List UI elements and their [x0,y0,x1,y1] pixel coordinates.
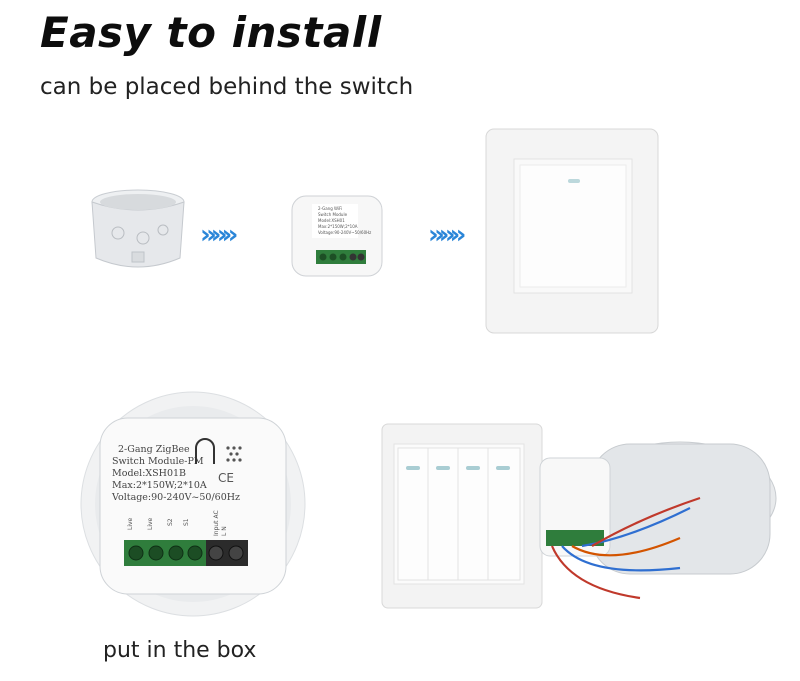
terminal-label-6: L N [221,526,228,536]
single-wall-switch-image [485,128,659,334]
module-label-1: 2-Gang ZigBee [118,444,190,455]
terminal-label-3: S2 [167,518,174,526]
small-label-5: Voltage:90-240V~50/60Hz [318,230,371,235]
module-label-2: Switch Module-PM [112,456,204,467]
headline: Easy to install [40,8,382,57]
small-label-4: Max:2*150W;2*10A [318,224,358,229]
flow-arrow-2: »»» [428,220,466,250]
subheadline: can be placed behind the switch [40,74,414,100]
module-label-3: Model:XSH01B [112,468,186,479]
small-label-1: 2-Gang WiFi [318,206,342,211]
terminal-label-1: Live [127,517,134,530]
module-label-4: Max:2*150W;2*10A [112,480,207,491]
terminal-label-4: S1 [183,518,190,526]
small-label-3: Model:XSH01 [318,218,345,223]
terminal-label-5: Input AC [213,510,220,536]
caption: put in the box [103,638,257,663]
terminal-label-2: Live [147,517,154,530]
four-gang-switch-wiring-image [381,423,777,609]
ce-mark: CE [218,471,234,485]
module-label-5: Voltage:90-240V~50/60Hz [111,492,240,503]
small-label-2: Switch Module [318,212,348,217]
mounting-box-image [91,189,185,268]
small-module-image: 2-Gang WiFi Switch Module Model:XSH01 Ma… [291,195,383,277]
flow-arrow-1: »»» [200,220,238,250]
module-closeup-image: 2-Gang ZigBee Switch Module-PM Model:XSH… [80,391,306,617]
